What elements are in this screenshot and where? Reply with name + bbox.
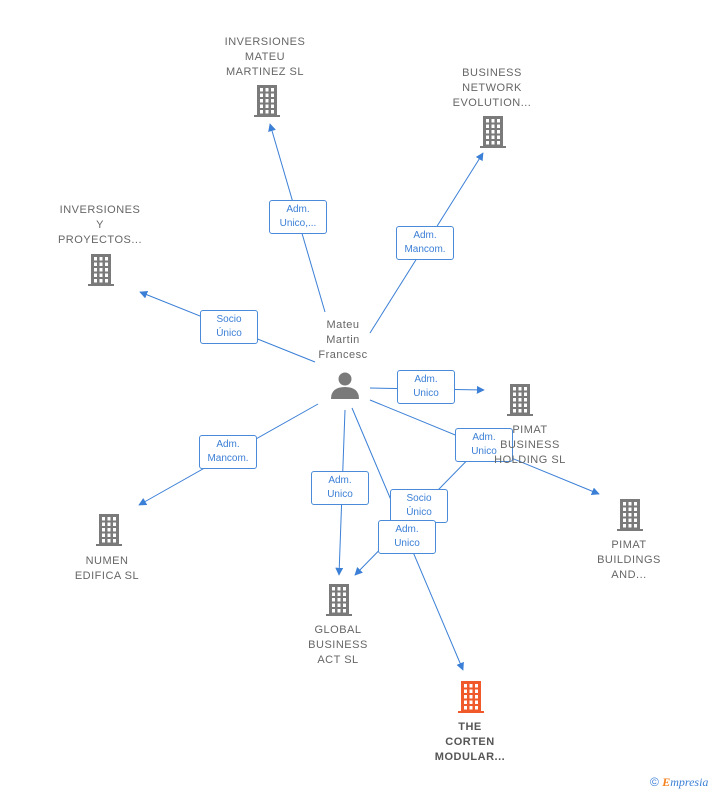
edge-label-mateu-business_network[interactable]: Adm. Mancom. [396, 226, 454, 260]
node-label-corten[interactable]: THE CORTEN MODULAR... [434, 721, 506, 763]
node-label-inv_proyectos[interactable]: INVERSIONES Y PROYECTOS... [57, 204, 143, 246]
building-icon[interactable] [458, 681, 484, 713]
nodes-layer [88, 85, 643, 713]
footer-brand: © Empresia [650, 775, 708, 790]
edge-label-mateu-pimat_buildings[interactable]: Adm. Unico [455, 428, 513, 462]
node-label-pimat_buildings[interactable]: PIMAT BUILDINGS AND... [597, 539, 661, 581]
copyright-symbol: © [650, 775, 659, 789]
edge-label-mateu-numen[interactable]: Adm. Mancom. [199, 435, 257, 469]
building-icon[interactable] [96, 514, 122, 546]
node-label-inv_mateu[interactable]: INVERSIONES MATEU MARTINEZ SL [224, 36, 306, 78]
node-label-global_business[interactable]: GLOBAL BUSINESS ACT SL [308, 624, 368, 666]
edge-label-mateu-corten[interactable]: Adm. Unico [378, 520, 436, 554]
person-icon[interactable] [331, 372, 359, 400]
building-icon[interactable] [480, 116, 506, 148]
building-icon[interactable] [507, 384, 533, 416]
brand-logo: Empresia [662, 775, 709, 789]
node-label-pimat_business[interactable]: PIMAT BUSINESS HOLDING SL [494, 424, 566, 466]
edge-label-pimat_business-global_business[interactable]: Socio Único [390, 489, 448, 523]
edge-label-mateu-global_business[interactable]: Adm. Unico [311, 471, 369, 505]
edge-label-mateu-inv_mateu[interactable]: Adm. Unico,... [269, 200, 327, 234]
edge-label-mateu-pimat_business[interactable]: Adm. Unico [397, 370, 455, 404]
node-label-mateu[interactable]: Mateu Martin Francesc [318, 319, 368, 361]
edge-label-mateu-inv_proyectos[interactable]: Socio Único [200, 310, 258, 344]
building-icon[interactable] [326, 584, 352, 616]
building-icon[interactable] [88, 254, 114, 286]
node-label-numen[interactable]: NUMEN EDIFICA SL [74, 555, 140, 582]
building-icon[interactable] [254, 85, 280, 117]
building-icon[interactable] [617, 499, 643, 531]
node-label-business_network[interactable]: BUSINESS NETWORK EVOLUTION... [452, 67, 532, 109]
